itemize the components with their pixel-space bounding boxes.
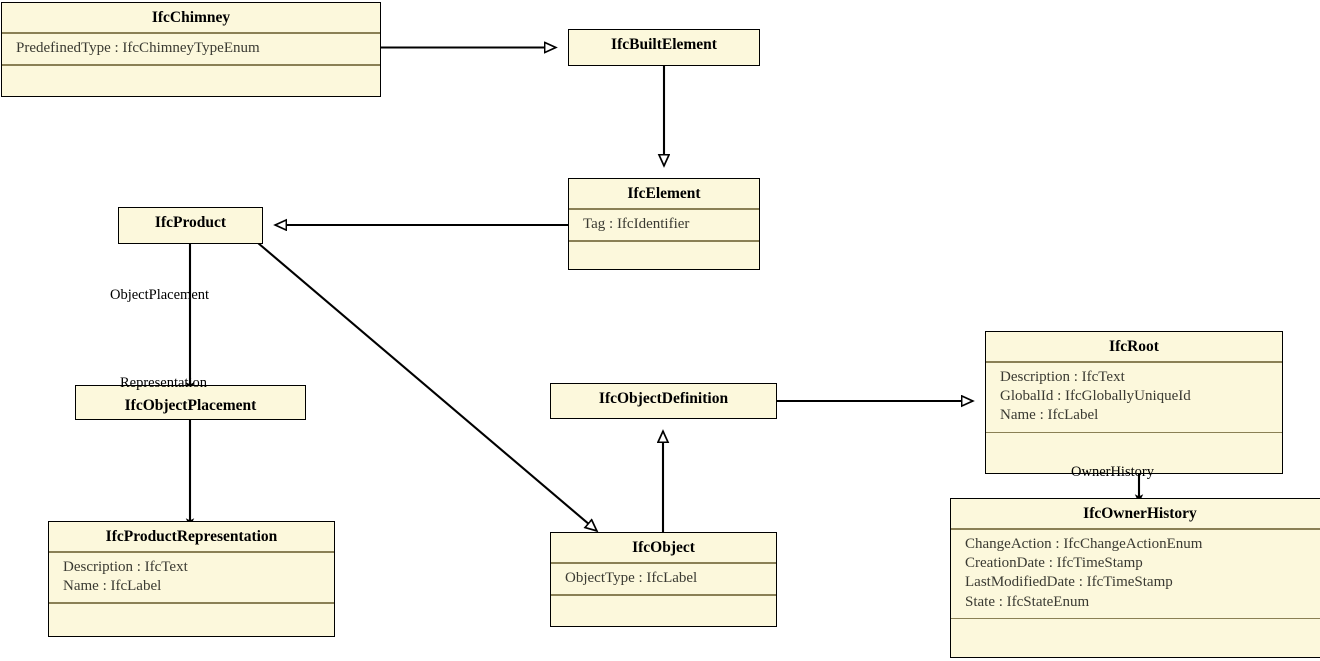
attributes-ifc-owner-history: ChangeAction : IfcChangeActionEnum Creat…	[951, 530, 1320, 618]
class-name-ifc-element: IfcElement	[627, 185, 701, 202]
attribute-row: GlobalId : IfcGloballyUniqueId	[1000, 388, 1191, 405]
compartment-separator	[49, 602, 334, 604]
attribute-row: Description : IfcText	[63, 558, 188, 575]
compartment-separator	[2, 64, 380, 66]
class-box-ifc-product-representation[interactable]: IfcProductRepresentation Description : I…	[48, 521, 335, 637]
attribute-row: Tag : IfcIdentifier	[583, 215, 690, 232]
class-name-ifc-object-definition: IfcObjectDefinition	[598, 390, 729, 407]
operations-ifc-chimney	[2, 66, 380, 83]
attributes-ifc-product-representation: Description : IfcText Name : IfcLabel	[49, 553, 334, 602]
edge-product-to-object	[257, 242, 597, 531]
attribute-row: ObjectType : IfcLabel	[565, 569, 698, 586]
operations-ifc-object	[551, 596, 776, 613]
attribute-row: Name : IfcLabel	[1000, 407, 1099, 424]
class-box-ifc-object-definition[interactable]: IfcObjectDefinition	[550, 383, 777, 419]
edge-label-representation: Representation	[120, 375, 207, 391]
class-box-ifc-object-placement[interactable]: IfcObjectPlacement	[75, 385, 306, 420]
class-box-ifc-element[interactable]: IfcElement Tag : IfcIdentifier	[568, 178, 760, 270]
attributes-ifc-root: Description : IfcText GlobalId : IfcGlob…	[986, 363, 1282, 432]
class-name-ifc-object-placement: IfcObjectPlacement	[124, 396, 257, 414]
class-name-ifc-built-element: IfcBuiltElement	[611, 36, 717, 53]
attribute-row: LastModifiedDate : IfcTimeStamp	[965, 574, 1173, 591]
class-name-ifc-object: IfcObject	[632, 539, 695, 556]
attributes-ifc-element: Tag : IfcIdentifier	[569, 210, 759, 240]
class-box-ifc-built-element[interactable]: IfcBuiltElement	[568, 29, 760, 66]
attributes-ifc-chimney: PredefinedType : IfcChimneyTypeEnum	[2, 34, 380, 64]
compartment-separator	[569, 208, 759, 210]
compartment-separator	[551, 594, 776, 596]
compartment-separator	[2, 32, 380, 34]
attribute-row: PredefinedType : IfcChimneyTypeEnum	[16, 39, 260, 56]
class-box-ifc-chimney[interactable]: IfcChimney PredefinedType : IfcChimneyTy…	[1, 2, 381, 97]
compartment-separator	[951, 617, 1320, 620]
class-name-ifc-root: IfcRoot	[1109, 338, 1159, 355]
compartment-separator	[551, 562, 776, 564]
class-name-ifc-owner-history: IfcOwnerHistory	[1083, 505, 1197, 522]
operations-ifc-root	[986, 433, 1282, 450]
class-box-ifc-root[interactable]: IfcRoot Description : IfcText GlobalId :…	[985, 331, 1283, 474]
edge-label-owner-history: OwnerHistory	[1071, 464, 1154, 480]
operations-ifc-element	[569, 242, 759, 259]
class-name-ifc-chimney: IfcChimney	[151, 9, 231, 26]
class-name-ifc-product: IfcProduct	[154, 214, 227, 231]
class-name-ifc-product-representation: IfcProductRepresentation	[105, 528, 278, 545]
attribute-row: Name : IfcLabel	[63, 578, 162, 595]
edge-label-object-placement: ObjectPlacement	[110, 287, 210, 303]
compartment-separator	[951, 528, 1320, 530]
class-box-ifc-object[interactable]: IfcObject ObjectType : IfcLabel	[550, 532, 777, 627]
compartment-separator	[569, 240, 759, 242]
compartment-separator	[986, 431, 1282, 434]
attributes-ifc-object: ObjectType : IfcLabel	[551, 564, 776, 594]
compartment-separator	[986, 361, 1282, 363]
attribute-row: ChangeAction : IfcChangeActionEnum	[965, 535, 1203, 552]
attribute-row: State : IfcStateEnum	[965, 593, 1090, 610]
attribute-row: CreationDate : IfcTimeStamp	[965, 555, 1143, 572]
compartment-separator	[49, 551, 334, 553]
attribute-row: Description : IfcText	[1000, 368, 1125, 385]
class-box-ifc-product[interactable]: IfcProduct	[118, 207, 263, 244]
operations-ifc-product-representation	[49, 604, 334, 621]
class-box-ifc-owner-history[interactable]: IfcOwnerHistory ChangeAction : IfcChange…	[950, 498, 1320, 658]
operations-ifc-owner-history	[951, 619, 1320, 636]
